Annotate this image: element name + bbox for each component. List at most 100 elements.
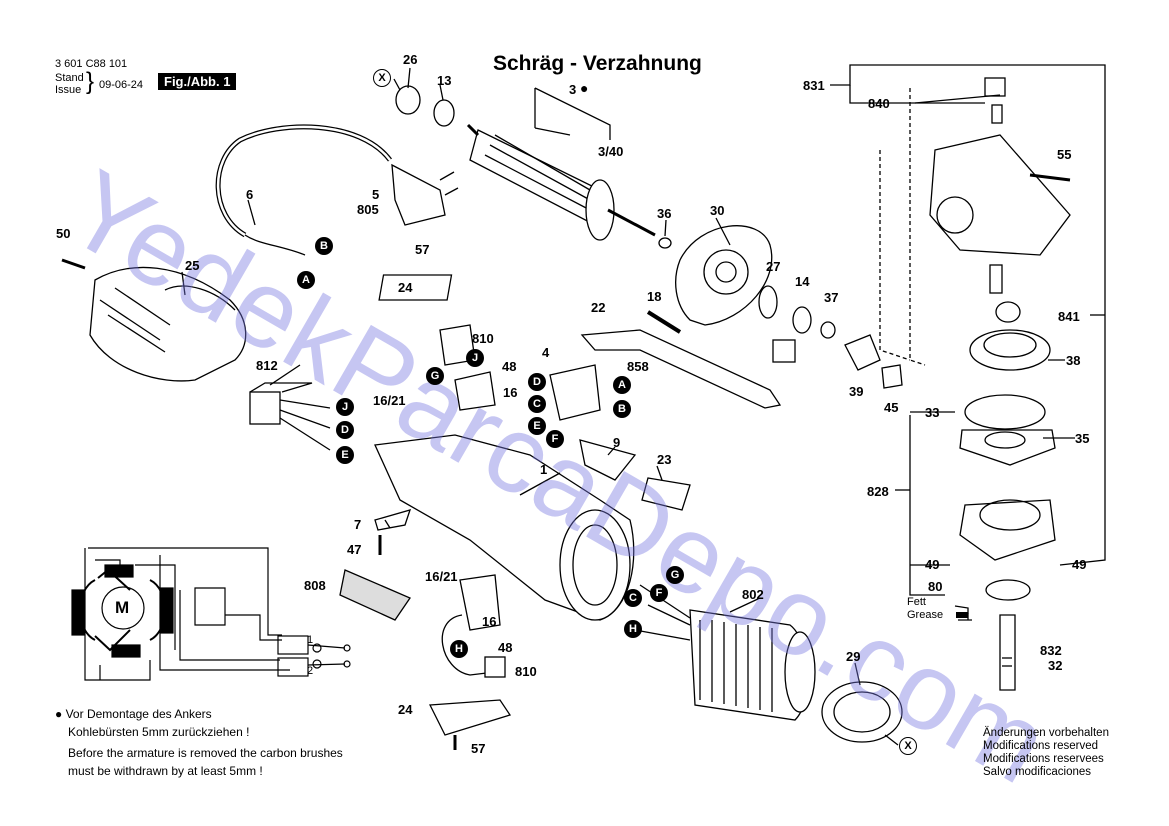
note-de-line2: Kohlebürsten 5mm zurückziehen ! bbox=[68, 725, 250, 739]
part-33: 33 bbox=[925, 405, 940, 420]
part-50: 50 bbox=[56, 226, 71, 241]
marker-d-brush: D bbox=[528, 373, 546, 391]
lock-lever bbox=[580, 329, 782, 409]
marker-c-brush: C bbox=[528, 395, 546, 413]
part-45: 45 bbox=[884, 400, 899, 415]
part-812: 812 bbox=[256, 358, 278, 373]
part-22: 22 bbox=[591, 300, 606, 315]
spindle bbox=[999, 614, 1016, 691]
issue-date: 09-06-24 bbox=[99, 79, 144, 91]
part-30: 30 bbox=[710, 203, 725, 218]
part-9: 9 bbox=[613, 435, 621, 450]
part-32: 32 bbox=[1048, 658, 1063, 673]
marker-b-brush: B bbox=[613, 400, 631, 418]
armature bbox=[469, 129, 601, 226]
issue-label: Issue bbox=[55, 84, 82, 96]
part-37: 37 bbox=[824, 290, 839, 305]
wiring-diagram bbox=[71, 547, 351, 681]
part-57-top: 57 bbox=[415, 242, 430, 257]
part-840: 840 bbox=[868, 96, 890, 111]
modifications-en: Modifications reserved bbox=[983, 740, 1099, 752]
power-plug bbox=[391, 163, 446, 226]
part-35: 35 bbox=[1075, 431, 1090, 446]
modifications-de: Änderungen vorbehalten bbox=[983, 727, 1109, 739]
part-808: 808 bbox=[304, 578, 326, 593]
figure-label: Fig./Abb. 1 bbox=[158, 73, 237, 90]
marker-g-field: G bbox=[666, 566, 684, 584]
part-4: 4 bbox=[542, 345, 550, 360]
marker-f-brush: F bbox=[546, 430, 564, 448]
power-cable bbox=[215, 124, 392, 238]
part-25: 25 bbox=[185, 258, 200, 273]
part-3: 3 bbox=[569, 82, 577, 97]
air-guide-ring bbox=[821, 681, 903, 743]
part-18: 18 bbox=[647, 289, 662, 304]
marker-a-brush: A bbox=[613, 376, 631, 394]
motor-label: M bbox=[115, 598, 130, 617]
part-16-21-top: 16/21 bbox=[373, 393, 406, 408]
marker-a-cable: A bbox=[297, 271, 315, 289]
marker-j-812: J bbox=[336, 398, 354, 416]
part-16-top: 16 bbox=[503, 385, 518, 400]
part-36: 36 bbox=[657, 206, 672, 221]
part-38: 38 bbox=[1066, 353, 1081, 368]
part-805: 805 bbox=[357, 202, 379, 217]
part-13: 13 bbox=[437, 73, 452, 88]
bevel-gear-large bbox=[969, 329, 1051, 371]
marker-h-field: H bbox=[624, 620, 642, 638]
suppressor bbox=[249, 391, 281, 425]
part-16-bottom: 16 bbox=[482, 614, 497, 629]
part-1: 1 bbox=[540, 462, 548, 477]
part-24-bottom: 24 bbox=[398, 702, 413, 717]
part-29: 29 bbox=[846, 649, 861, 664]
stand-label: Stand bbox=[55, 72, 84, 84]
marker-j-switch: J bbox=[466, 349, 484, 367]
note-bullet: ● bbox=[55, 707, 63, 721]
part-57-bottom: 57 bbox=[471, 741, 486, 756]
note-en-line1: Before the armature is removed the carbo… bbox=[68, 746, 343, 760]
note-en-line2: must be withdrawn by at least 5mm ! bbox=[68, 764, 263, 778]
part-16-21-bottom: 16/21 bbox=[425, 569, 458, 584]
part-828: 828 bbox=[867, 484, 889, 499]
part-23: 23 bbox=[657, 452, 672, 467]
part-47: 47 bbox=[347, 542, 362, 557]
marker-e-812: E bbox=[336, 446, 354, 464]
part-48-top: 48 bbox=[502, 359, 517, 374]
switch-position-1: 1 bbox=[307, 634, 314, 646]
part-49-right: 49 bbox=[1072, 557, 1087, 572]
modifications-fr: Modifications reservees bbox=[983, 753, 1104, 765]
part-5: 5 bbox=[372, 187, 380, 202]
grease-label-de: Fett bbox=[907, 596, 926, 608]
marker-e-brush: E bbox=[528, 417, 546, 435]
part-48-bottom: 48 bbox=[498, 640, 513, 655]
part-number: 3 601 C88 101 bbox=[55, 58, 128, 70]
part-27: 27 bbox=[766, 259, 781, 274]
modifications-es: Salvo modificaciones bbox=[983, 766, 1092, 778]
grease-label-en: Grease bbox=[907, 609, 944, 621]
part-55: 55 bbox=[1057, 147, 1072, 162]
fan-guide bbox=[675, 225, 773, 326]
part-24-top: 24 bbox=[398, 280, 413, 295]
marker-d-812: D bbox=[336, 421, 354, 439]
part-7: 7 bbox=[354, 517, 362, 532]
part-49-left: 49 bbox=[925, 557, 940, 572]
part-39: 39 bbox=[849, 384, 864, 399]
brace-glyph: } bbox=[86, 68, 95, 95]
part-26: 26 bbox=[403, 52, 418, 67]
marker-x-top: X bbox=[373, 69, 391, 87]
part-802: 802 bbox=[742, 587, 764, 602]
part-858: 858 bbox=[627, 359, 649, 374]
part-14: 14 bbox=[795, 274, 810, 289]
marker-f-field: F bbox=[650, 584, 668, 602]
motor-symbol bbox=[101, 586, 145, 630]
gear-head-housing bbox=[929, 134, 1071, 256]
switch-position-2: 2 bbox=[307, 665, 314, 677]
part-3-40: 3/40 bbox=[598, 144, 624, 159]
part-6: 6 bbox=[246, 187, 254, 202]
part-832: 832 bbox=[1040, 643, 1062, 658]
part-810-top: 810 bbox=[472, 331, 494, 346]
part-831: 831 bbox=[803, 78, 825, 93]
marker-c-field: C bbox=[624, 589, 642, 607]
note-de-text1: Vor Demontage des Ankers bbox=[65, 707, 212, 721]
